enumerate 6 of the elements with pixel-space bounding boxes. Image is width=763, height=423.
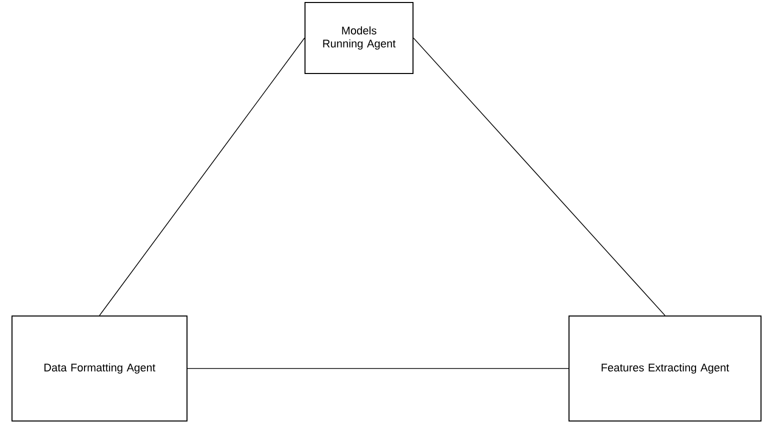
- connector-line: [99, 38, 305, 316]
- connector-line: [413, 38, 666, 316]
- agent-box: Data Formatting Agent: [12, 316, 188, 422]
- connector-line: [187, 368, 569, 369]
- agent-box: Features Extracting Agent: [568, 316, 762, 422]
- agent-box: Models Running Agent: [304, 2, 414, 74]
